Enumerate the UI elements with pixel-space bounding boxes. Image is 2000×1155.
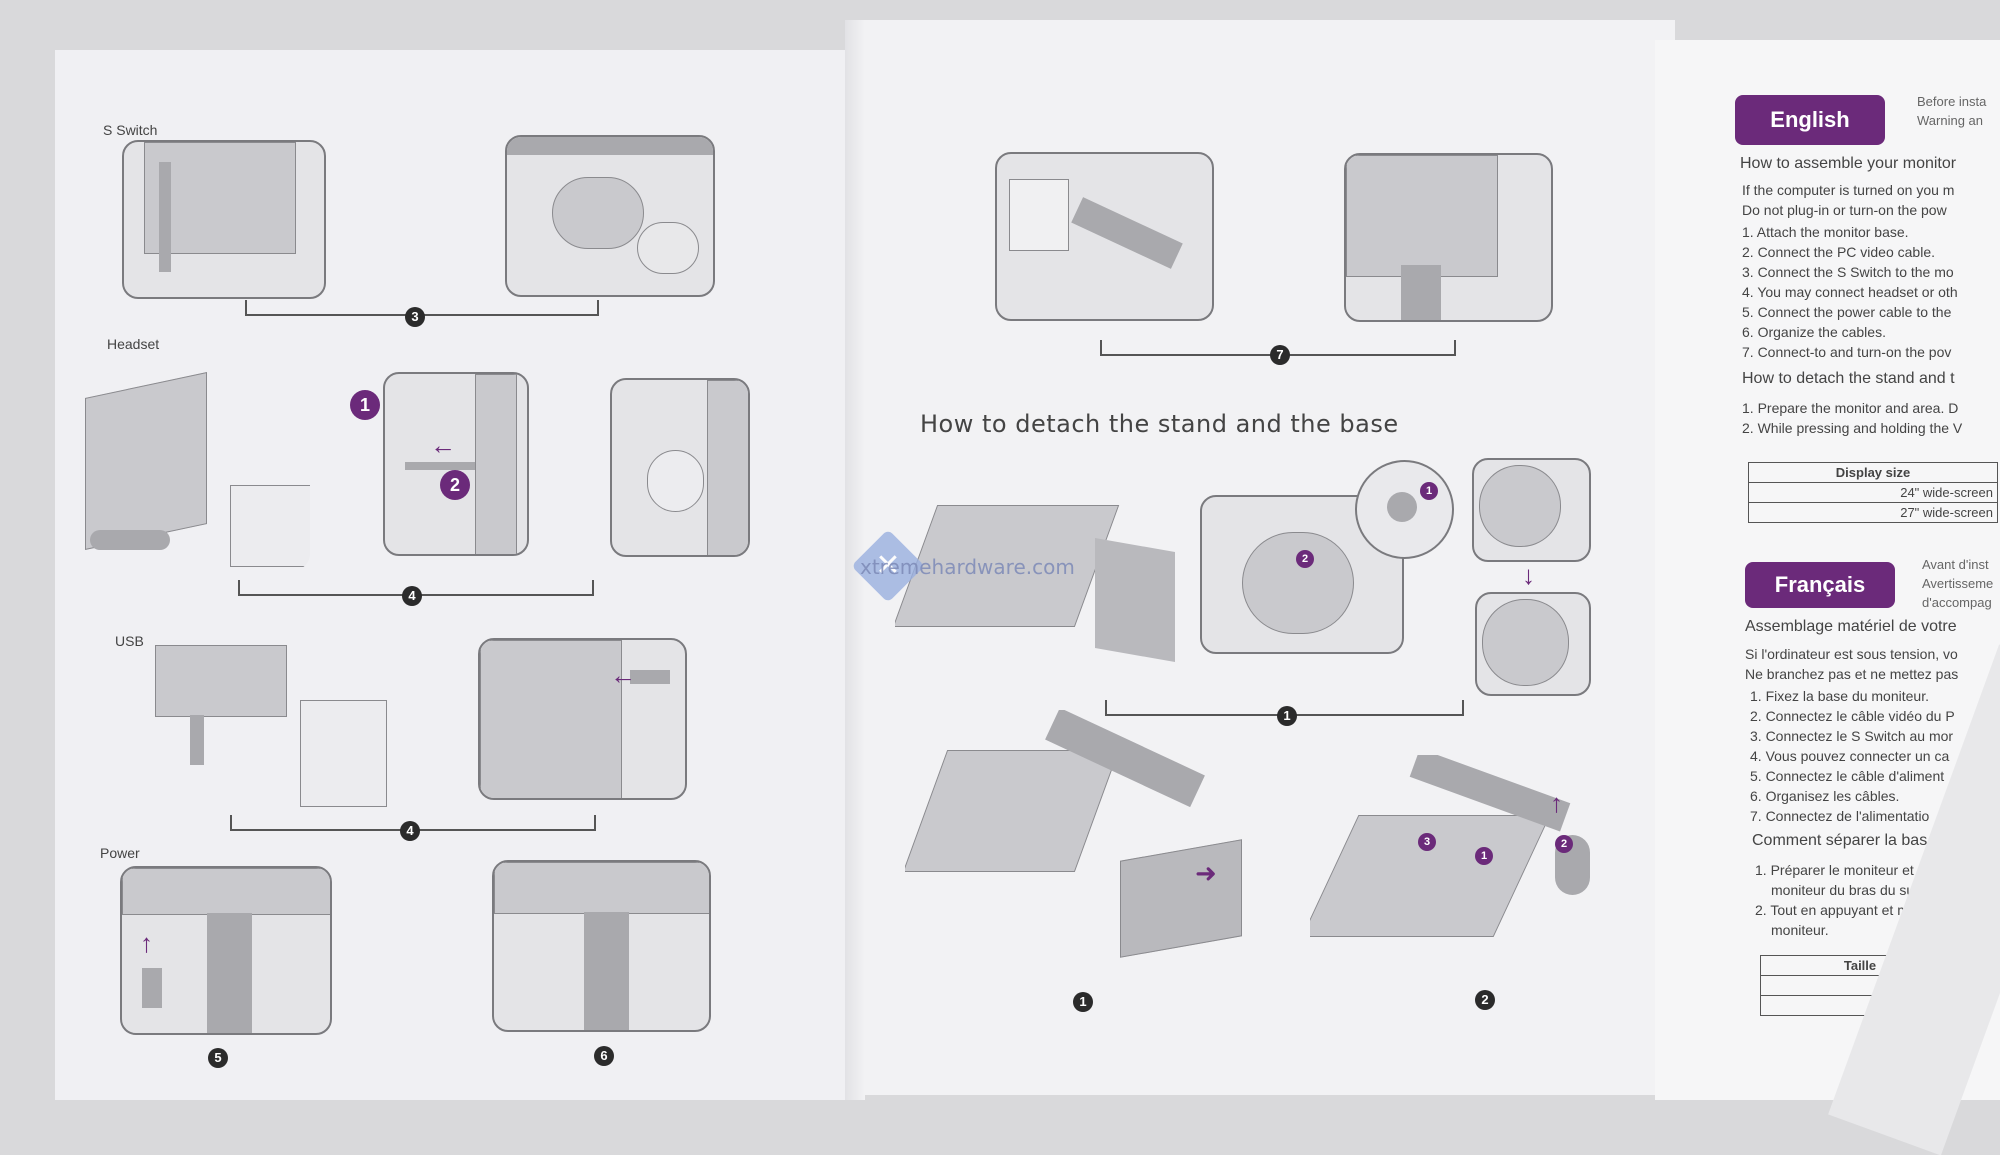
step-number: 1: [1277, 706, 1297, 726]
usb-label: USB: [115, 633, 144, 649]
francais-detach-heading: Comment séparer la bas: [1752, 832, 1928, 849]
step-number: 7: [1270, 345, 1290, 365]
francais-intro: Si l'ordinateur est sous tension, vo Ne …: [1745, 646, 1959, 682]
list-item: moniteur.: [1771, 922, 1829, 938]
s-switch-illustration-rear: [122, 140, 326, 299]
headset-hook-illustration: [383, 372, 529, 556]
arrow-left-icon: ←: [610, 660, 636, 690]
list-item: moniteur du bras du su: [1771, 882, 1915, 898]
cable-management-illustration: [492, 860, 711, 1032]
list-item: 2. Tout en appuyant et m: [1755, 902, 1909, 918]
francais-side-note: Avant d'inst Avertisseme d'accompag: [1922, 557, 1994, 610]
headset-hanging-illustration: [610, 378, 750, 557]
list-item: 4. Vous pouvez connecter un ca: [1750, 748, 1950, 764]
power-label: Power: [100, 845, 140, 861]
list-item: 7. Connectez de l'alimentatio: [1750, 808, 1930, 824]
callout-badge: 2: [1296, 550, 1314, 568]
francais-detach-steps: 1. Préparer le moniteur et moniteur du b…: [1755, 860, 1914, 940]
callout-badge: 2: [1555, 835, 1573, 853]
list-item: 6. Organize the cables.: [1742, 324, 1886, 340]
table-cell: 27" wide-screen: [1748, 502, 1998, 523]
zoom-circle-illustration: [1355, 460, 1454, 559]
english-intro: If the computer is turned on you m Do no…: [1742, 182, 1955, 218]
english-heading: How to assemble your monitor: [1740, 155, 1957, 172]
english-detach-heading: How to detach the stand and t: [1742, 370, 1955, 387]
list-item: 1. Fixez la base du moniteur.: [1750, 688, 1929, 704]
section-title: How to detach the stand and the base: [920, 410, 1399, 438]
step-number: 4: [402, 586, 422, 606]
arrow-right-icon: ➜: [1195, 858, 1217, 888]
list-item: 2. Connectez le câble vidéo du P: [1750, 708, 1955, 724]
callout-badge: 2: [440, 470, 470, 500]
list-item: 2. While pressing and holding the V: [1742, 420, 1963, 436]
usb-connection-illustration: [150, 640, 395, 810]
table-header: Display size: [1748, 462, 1998, 483]
arrow-up-icon: ↑: [1550, 788, 1563, 818]
step-number: 5: [208, 1048, 228, 1068]
english-side-note: Before insta Warning an: [1917, 94, 1987, 128]
list-item: 2. Connect the PC video cable.: [1742, 244, 1936, 260]
table-cell: 24" wide-screen: [1748, 482, 1998, 503]
callout-badge: 1: [350, 390, 380, 420]
s-switch-illustration-base: [505, 135, 715, 297]
usb-port-illustration: [478, 638, 687, 800]
tab-francais: Français: [1745, 562, 1895, 608]
step-number: 4: [400, 821, 420, 841]
english-assembly-steps: 1. Attach the monitor base. 2. Connect t…: [1742, 222, 1958, 362]
s-switch-label: S Switch: [103, 122, 158, 138]
list-item: 5. Connect the power cable to the: [1742, 304, 1952, 320]
list-item: 5. Connectez le câble d'aliment: [1750, 768, 1945, 784]
step-number: 6: [594, 1046, 614, 1066]
list-item: 3. Connectez le S Switch au mor: [1750, 728, 1954, 744]
power-outlet-illustration: [995, 152, 1214, 321]
list-item: 1. Prepare the monitor and area. D: [1742, 400, 1959, 416]
francais-assembly-steps: 1. Fixez la base du moniteur. 2. Connect…: [1750, 686, 1955, 826]
list-item: 7. Connect-to and turn-on the pov: [1742, 344, 1952, 360]
list-item: 1. Attach the monitor base.: [1742, 224, 1909, 240]
hinge-detail-illustration-top: [1472, 458, 1591, 562]
list-item: 1. Préparer le moniteur et: [1755, 862, 1914, 878]
power-button-illustration: [1344, 153, 1553, 322]
arrow-down-icon: ↓: [1522, 560, 1535, 590]
arrow-up-icon: ↑: [140, 928, 153, 958]
hinge-detail-illustration-bottom: [1475, 592, 1591, 696]
callout-badge: 1: [1475, 847, 1493, 865]
english-detach-steps: 1. Prepare the monitor and area. D 2. Wh…: [1742, 398, 1962, 438]
power-cable-illustration: [120, 866, 332, 1035]
list-item: 3. Connect the S Switch to the mo: [1742, 264, 1954, 280]
watermark: xtremehardware.com: [860, 555, 1075, 579]
tab-english: English: [1735, 95, 1885, 145]
stand-removal-illustration-2: [1310, 755, 1610, 975]
arrow-left-icon: ←: [430, 430, 456, 460]
callout-badge: 1: [1420, 482, 1438, 500]
callout-badge: 3: [1418, 833, 1436, 851]
list-item: 6. Organisez les câbles.: [1750, 788, 1900, 804]
english-display-size-table: Display size 24" wide-screen 27" wide-sc…: [1748, 462, 1998, 523]
stand-removal-illustration-1: [905, 710, 1255, 960]
step-number: 3: [405, 307, 425, 327]
step-number: 1: [1073, 992, 1093, 1012]
list-item: 4. You may connect headset or oth: [1742, 284, 1958, 300]
headset-label: Headset: [107, 336, 160, 352]
step-number: 2: [1475, 990, 1495, 1010]
book-spine: [845, 20, 865, 1100]
monitor-with-headset-illustration: [80, 340, 310, 570]
francais-heading: Assemblage matériel de votre: [1745, 618, 1957, 635]
